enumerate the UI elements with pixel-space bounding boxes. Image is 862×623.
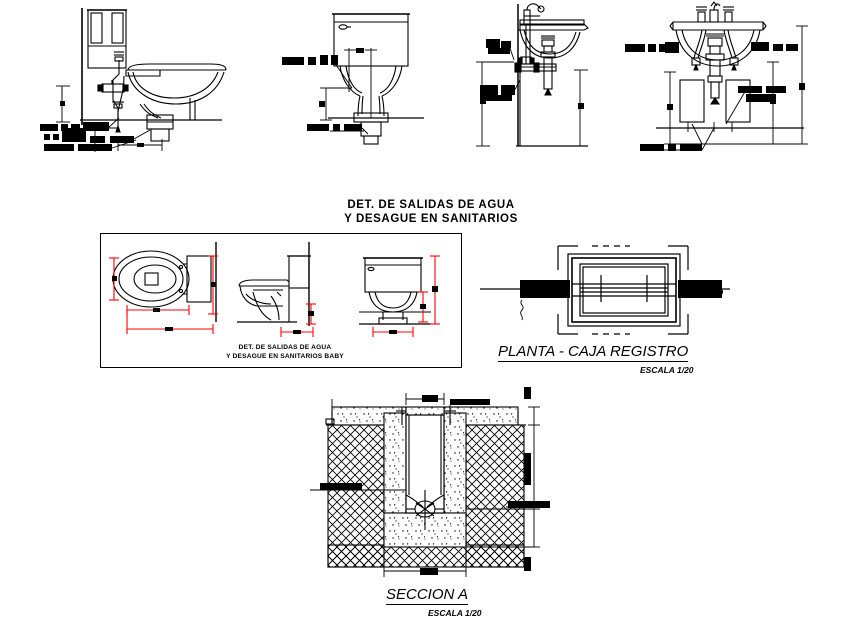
drawing-wc-side-elevation (40, 0, 280, 160)
main-title-line2: Y DESAGUE EN SANITARIOS (344, 213, 518, 226)
seccion-scale: ESCALA 1/20 (428, 608, 482, 618)
panel-wc-baby-detail (100, 233, 462, 368)
main-title-line1: DET. DE SALIDAS DE AGUA (347, 199, 515, 211)
drawing-caja-registro-plan (480, 242, 730, 342)
panel-caption-line2: Y DESAGUE EN SANITARIOS BABY (226, 352, 344, 360)
drawing-caja-registro-section (310, 385, 560, 580)
drawing-wc-front-elevation (282, 0, 482, 160)
planta-scale: ESCALA 1/20 (640, 365, 694, 375)
panel-caption-line1: DET. DE SALIDAS DE AGUA (238, 344, 332, 351)
planta-caption: PLANTA - CAJA REGISTRO (498, 343, 689, 362)
drawing-lavatory-side-elevation (468, 0, 638, 160)
drawing-lavatory-front-elevation (618, 0, 862, 160)
main-block-title: DET. DE SALIDAS DE AGUA Y DESAGUE EN SANI… (0, 198, 862, 227)
seccion-caption: SECCION A (386, 586, 468, 605)
